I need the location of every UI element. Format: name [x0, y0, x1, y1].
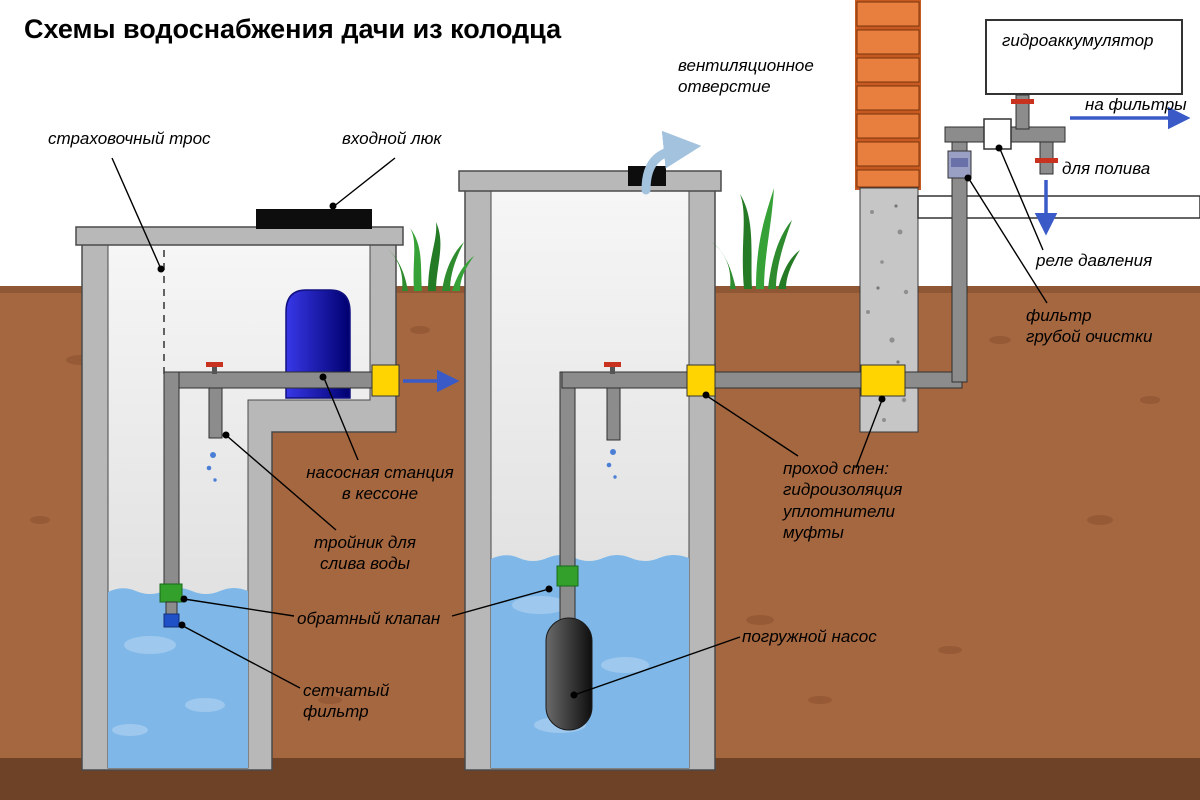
- middle-drain-tee-pipe: [606, 387, 621, 441]
- left-wall-pass-seal: [371, 364, 400, 397]
- diagram-title: Схемы водоснабжения дачи из колодца: [24, 14, 562, 44]
- label-to-filters: на фильтры: [1085, 95, 1187, 114]
- label-submersible-pump: погружной насос: [742, 627, 877, 646]
- label-entry-hatch: входной люк: [342, 129, 442, 148]
- pressure-relay-box: [983, 118, 1012, 150]
- left-suction-pipe: [163, 371, 180, 585]
- label-wall-pass: проход стен: гидроизоляция уплотнители м…: [783, 459, 903, 542]
- label-drain-tee: тройник для слива воды: [314, 533, 416, 574]
- entry-hatch: [256, 209, 372, 229]
- label-safety-cable: страховочный трос: [48, 129, 211, 148]
- left-horizontal-pipe: [163, 371, 399, 389]
- well-wall-pass-seal: [686, 364, 716, 397]
- label-coarse-filter: фильтр грубой очистки: [1026, 306, 1153, 347]
- submersible-pump: [545, 617, 593, 731]
- foundation-pass-seal: [860, 364, 906, 397]
- left-well-top-slab: [75, 226, 404, 246]
- grass: [386, 188, 800, 291]
- tank-pipe-union: [1011, 99, 1034, 104]
- middle-bubbles: [606, 449, 617, 479]
- floor-slab: [917, 195, 1200, 219]
- middle-check-valve: [556, 565, 579, 587]
- left-well: [75, 209, 460, 771]
- left-well-water: [108, 588, 248, 768]
- hydroaccumulator-tank: [985, 19, 1183, 95]
- water-highlights: [112, 636, 225, 736]
- leader-lines: [111, 148, 1048, 695]
- label-check-valve: обратный клапан: [297, 609, 441, 628]
- left-tap-handle: [206, 362, 223, 367]
- label-pressure-relay: реле давления: [1036, 251, 1153, 270]
- ventilation-arrow: [641, 130, 702, 195]
- left-check-valve: [159, 583, 183, 603]
- supply-piping: [561, 19, 1191, 397]
- left-filter-pipe: [165, 601, 178, 615]
- leader-dots: [157, 144, 1003, 699]
- label-vent-opening: вентиляционное отверстие: [678, 56, 814, 97]
- label-hydroaccumulator: гидроаккумулятор: [1002, 31, 1154, 50]
- drain-tee-pipe: [208, 387, 223, 439]
- label-mesh-filter: сетчатый фильтр: [303, 681, 390, 722]
- coarse-filter-band: [951, 158, 968, 167]
- middle-well: [458, 130, 722, 771]
- middle-tap-handle: [604, 362, 621, 367]
- irrigation-union: [1035, 158, 1058, 163]
- left-tap-stem: [212, 367, 217, 374]
- middle-well-top-slab: [458, 170, 722, 192]
- middle-tap-stem: [610, 367, 615, 374]
- label-for-irrigation: для полива: [1062, 159, 1151, 178]
- foundation-speckles: [866, 204, 909, 422]
- mesh-filter: [163, 613, 180, 628]
- left-bubbles: [206, 452, 217, 482]
- label-pump-station: насосная станция в кессоне: [306, 463, 454, 504]
- pump-station-caisson: [285, 289, 351, 399]
- bricks: [856, 1, 920, 188]
